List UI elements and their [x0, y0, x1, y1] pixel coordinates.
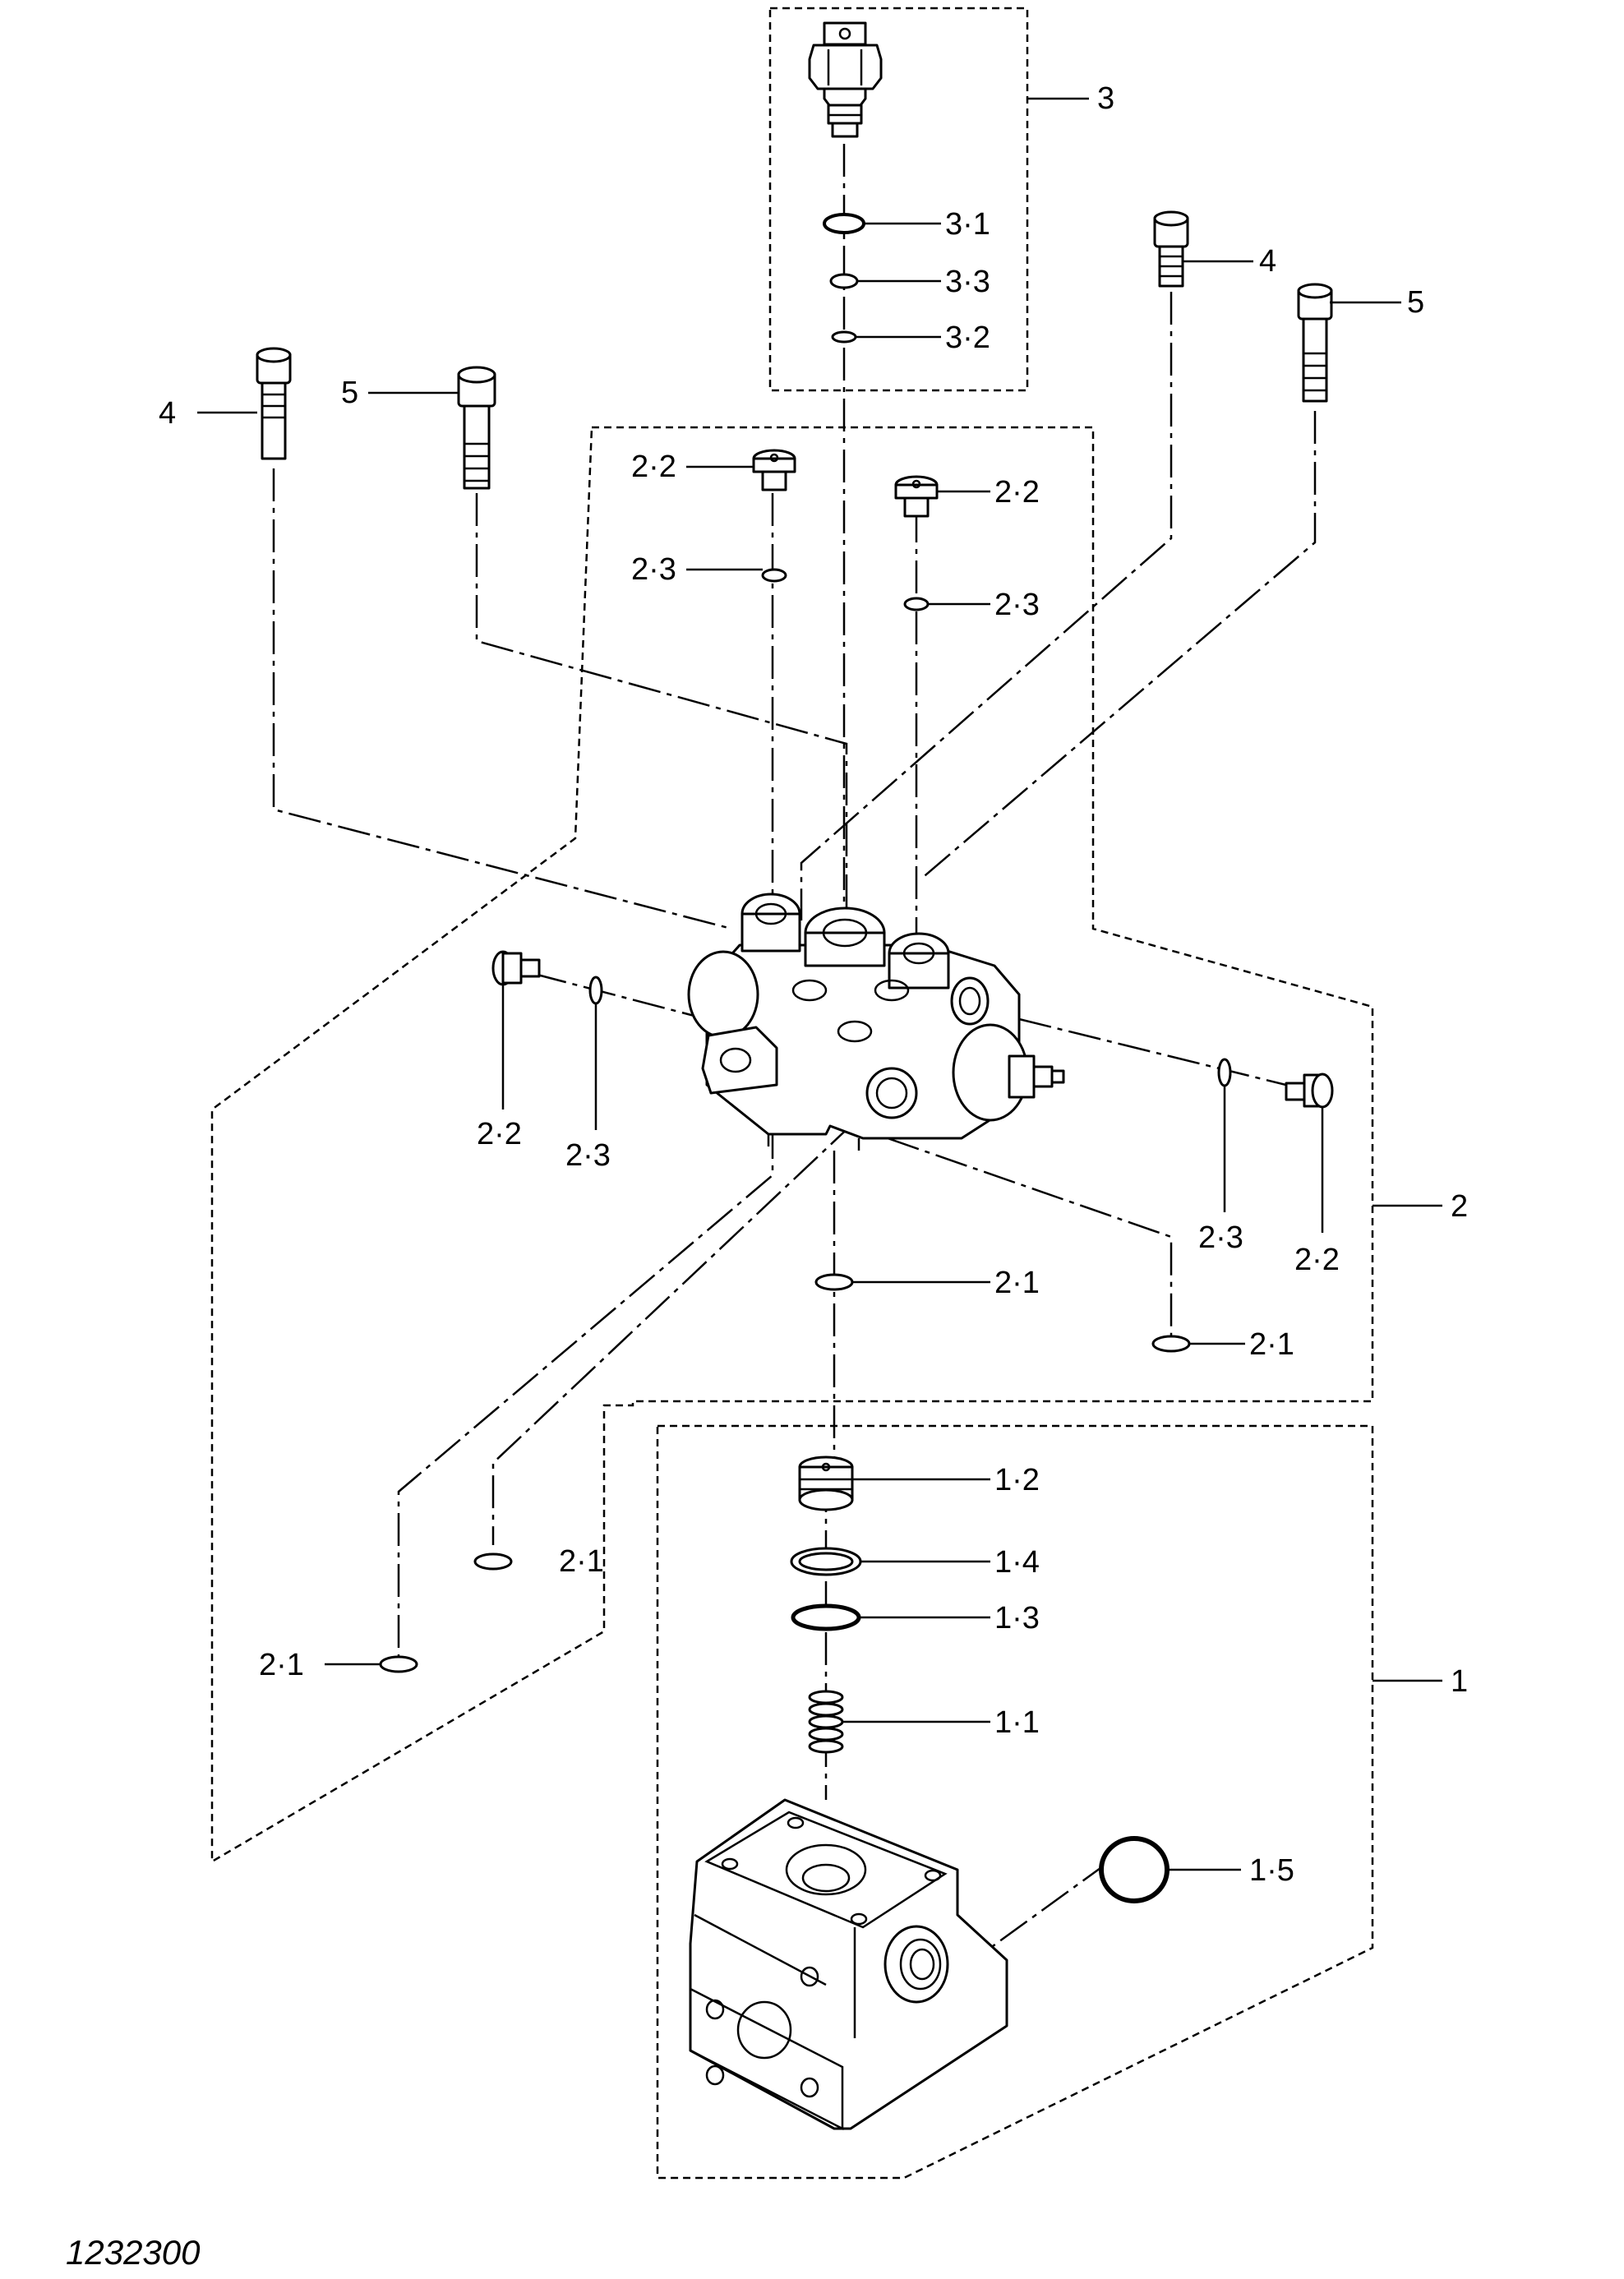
callout-2-2-top-right: 2·2: [994, 475, 1040, 510]
callout-2-3-mid-right: 2·3: [1198, 1220, 1243, 1255]
ring-1-4-inner: [798, 1552, 854, 1571]
plug-2-2-mid-right: [1285, 1073, 1334, 1109]
o-ring-2-1-lower-mid: [473, 1552, 513, 1571]
callout-2-1-right: 2·1: [1249, 1327, 1294, 1362]
o-ring-1-5: [1099, 1836, 1170, 1903]
o-ring-1-3: [791, 1603, 861, 1631]
group-2-boundary: [210, 426, 1374, 1864]
callout-3-2: 3·2: [945, 321, 990, 355]
plug-2-2-mid-left: [491, 950, 541, 986]
socket-bolt-4-left: [256, 347, 292, 460]
o-ring-3-2: [831, 330, 857, 344]
o-ring-2-3-top-right: [903, 597, 930, 611]
o-ring-2-1-right: [1151, 1335, 1191, 1353]
callout-1-5: 1·5: [1249, 1853, 1294, 1888]
callout-3: 3: [1097, 81, 1114, 116]
relief-valve-cartridge-3: [808, 21, 883, 138]
plunger-1-2: [798, 1456, 854, 1511]
callout-3-1: 3·1: [945, 207, 990, 242]
group-3-boundary: [768, 7, 1029, 392]
callout-2: 2: [1451, 1189, 1468, 1224]
callout-2-2-mid-right: 2·2: [1294, 1243, 1340, 1277]
assembly-lines: [272, 144, 1317, 2007]
o-ring-2-1-lower-left: [379, 1655, 418, 1673]
callout-2-1-lower-left: 2·1: [259, 1648, 304, 1682]
leader-lines: [197, 97, 1442, 1871]
callout-3-3: 3·3: [945, 265, 990, 299]
callout-5-left: 5: [341, 376, 358, 410]
callout-2-2-mid-left: 2·2: [477, 1117, 522, 1151]
callout-1-4: 1·4: [994, 1545, 1040, 1580]
o-ring-3-1: [823, 213, 865, 234]
housing-1: [689, 1798, 1008, 2131]
callout-2-3-top-left: 2·3: [631, 552, 676, 587]
group-1-boundary: [656, 1424, 1374, 2180]
callout-1: 1: [1451, 1664, 1468, 1699]
plug-2-2-top-left: [752, 449, 796, 491]
callout-2-1-lower-mid: 2·1: [559, 1544, 604, 1579]
socket-bolt-5-right: [1297, 283, 1333, 403]
spring-1-1: [808, 1690, 844, 1754]
o-ring-2-3-mid-left: [588, 976, 603, 1005]
socket-bolt-5-left: [457, 366, 496, 490]
valve-body-2: [687, 893, 1065, 1151]
o-ring-2-3-mid-right: [1217, 1058, 1232, 1087]
callout-4-right: 4: [1259, 244, 1276, 279]
callout-labels: 3 3·1 3·3 3·2 4 5 4 5 2·2 2·2 2·3 2·3 2·…: [159, 81, 1468, 1888]
figure-number: 1232300: [66, 2233, 201, 2272]
callout-1-3: 1·3: [994, 1601, 1040, 1635]
callout-2-3-mid-left: 2·3: [565, 1138, 611, 1173]
callout-2-2-top-left: 2·2: [631, 450, 676, 484]
o-ring-2-1-center: [814, 1273, 854, 1291]
callout-1-1: 1·1: [994, 1705, 1040, 1740]
back-up-ring-3-3: [829, 273, 859, 289]
callout-1-2: 1·2: [994, 1463, 1040, 1497]
callout-5-right: 5: [1407, 285, 1424, 320]
socket-bolt-4-right: [1153, 210, 1189, 288]
callout-4-left: 4: [159, 396, 176, 431]
plug-2-2-top-right: [894, 475, 939, 518]
o-ring-2-3-top-left: [761, 568, 787, 583]
callout-2-3-top-right: 2·3: [994, 588, 1040, 622]
callout-2-1-center: 2·1: [994, 1266, 1040, 1300]
